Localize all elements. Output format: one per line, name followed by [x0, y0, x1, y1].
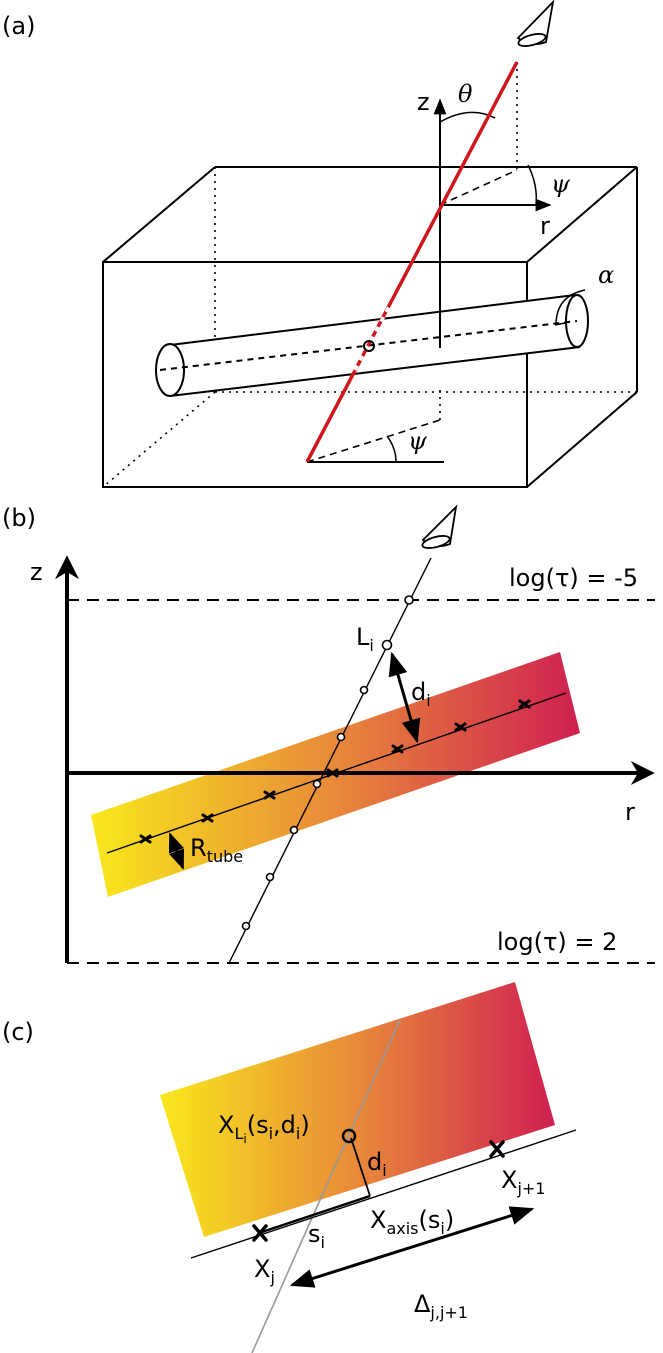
Xj1-point: [489, 1140, 505, 1158]
s-label-c: si: [308, 1220, 325, 1252]
R-tube-arrow: [168, 832, 185, 870]
d-arrow-b: [388, 651, 421, 744]
d-line-c: [350, 1137, 371, 1197]
intersection-point: [363, 340, 375, 352]
observer-cone-b-icon: [421, 504, 458, 549]
z-label-a: z: [417, 88, 430, 116]
z-label-b: z: [30, 558, 43, 586]
line-of-sight-b: [228, 557, 432, 964]
theta-arc: [439, 111, 496, 123]
psi-label-bottom: ψ: [408, 427, 428, 455]
r-label-b: r: [625, 798, 635, 826]
panel-a: (a) α z: [2, 0, 638, 488]
psi-arc-top: [527, 164, 538, 206]
line-of-sight-ray: [305, 61, 519, 463]
box-outline: [102, 166, 638, 488]
tau-top-label: log(τ) = -5: [509, 564, 638, 592]
delta-label: Δj,j+1: [414, 1290, 468, 1322]
panel-a-label: (a): [2, 12, 35, 40]
Xaxis-label: Xaxis(si): [370, 1206, 454, 1238]
L-label-b: Li: [356, 623, 374, 655]
theta-label: θ: [458, 80, 473, 108]
box-hidden-edges: [102, 167, 637, 488]
ray-points-b: [241, 595, 414, 931]
flux-tube-3d: [155, 294, 589, 397]
d-label-c: di: [367, 1148, 387, 1180]
panel-b: (b) z r log(τ) = -5 log(τ) = 2: [2, 504, 655, 964]
psi-arc-bottom: [386, 435, 397, 463]
alpha-arc: [555, 289, 586, 326]
XL-point: [341, 1128, 357, 1144]
tau-bottom-label: log(τ) = 2: [497, 928, 617, 956]
delta-arrow: [289, 1206, 535, 1288]
tube-axis-b: [106, 692, 567, 854]
XL-label: XLi(si,di): [218, 1111, 310, 1146]
r-label-a: r: [540, 212, 550, 240]
R-tube-label: Rtube: [190, 834, 243, 866]
panel-c: (c) XLi(si,di) di si Xj Xj+1 Xaxis(si) Δ…: [2, 982, 577, 1353]
alpha-label: α: [598, 261, 614, 289]
projection-lines: [439, 62, 518, 420]
psi-label-top: ψ: [551, 170, 571, 198]
panel-b-label: (b): [2, 504, 36, 532]
panel-c-label: (c): [2, 1018, 34, 1046]
Xj-label: Xj: [254, 1255, 275, 1287]
observer-cone-icon: [516, 0, 555, 47]
line-of-sight-c: [251, 1019, 401, 1353]
axis-points-b: [139, 699, 531, 844]
d-label-b: di: [411, 678, 431, 710]
flux-tube-c: [160, 982, 555, 1237]
Xj1-label: Xj+1: [501, 1166, 545, 1198]
